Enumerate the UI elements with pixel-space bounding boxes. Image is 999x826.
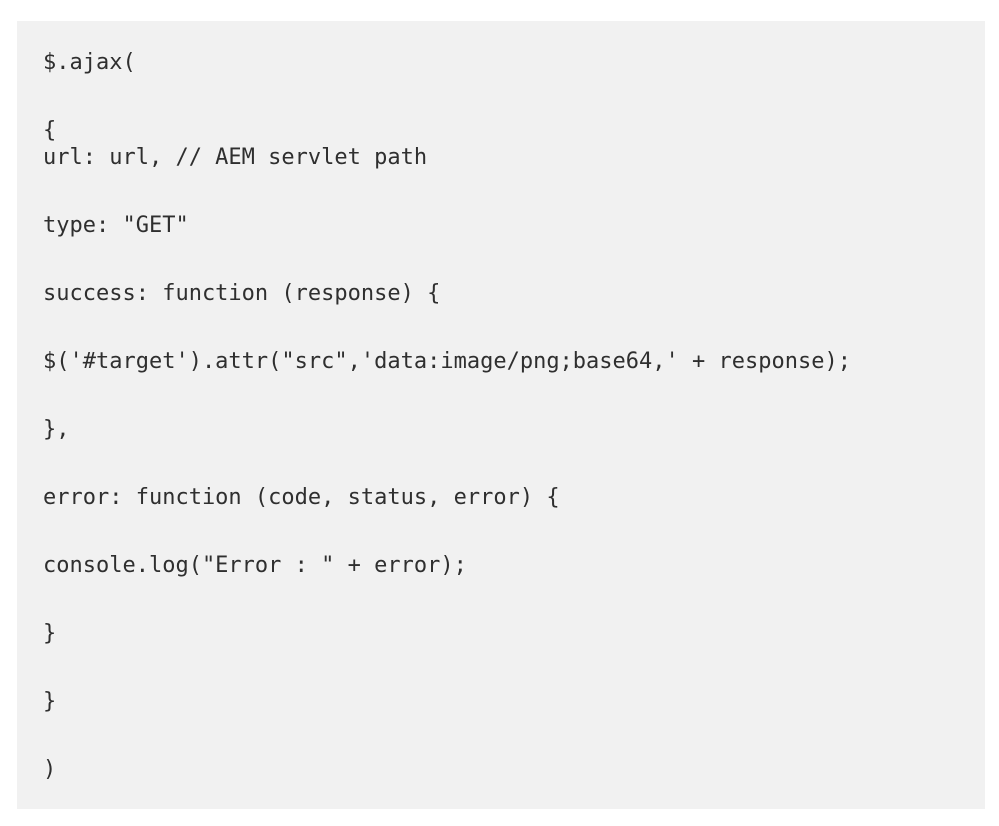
code-paragraph: $('#target').attr("src",'data:image/png;… <box>43 349 851 374</box>
code-paragraph: success: function (response) { <box>43 281 441 306</box>
code-paragraph: error: function (code, status, error) { <box>43 485 560 510</box>
code-paragraph: type: "GET" <box>43 213 189 238</box>
code-paragraph: } <box>43 689 57 714</box>
code-paragraph: $.ajax( <box>43 50 136 75</box>
code-paragraph: ) <box>43 757 57 782</box>
code-paragraph: }, <box>43 417 70 442</box>
code-paragraph: } <box>43 621 57 646</box>
code-block: $.ajax( { url: url, // AEM servlet path ty… <box>17 21 985 809</box>
code-paragraph: { url: url, // AEM servlet path <box>43 118 428 170</box>
code-paragraph: console.log("Error : " + error); <box>43 553 467 578</box>
